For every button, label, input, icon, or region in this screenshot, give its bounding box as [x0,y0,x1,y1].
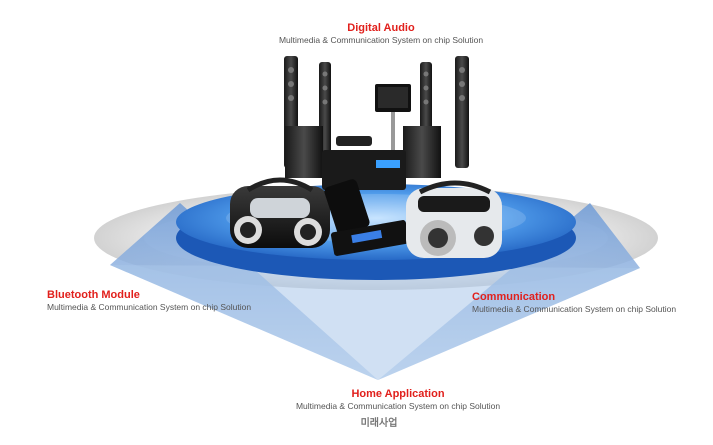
digital-audio-label: Digital Audio Multimedia & Communication… [236,22,526,46]
home-application-title: Home Application [351,388,445,400]
communication-label: Communication Multimedia & Communication… [472,291,676,315]
boombox-left [230,177,330,248]
car-stereo [330,220,410,256]
bluetooth-module-subtitle: Multimedia & Communication System on chi… [47,302,252,312]
bluetooth-module-title: Bluetooth Module [47,289,140,301]
communication-subtitle: Multimedia & Communication System on chi… [472,304,677,314]
home-application-label: Home Application Multimedia & Communicat… [253,388,543,412]
boombox-right [406,180,502,258]
digital-audio-subtitle: Multimedia & Communication System on chi… [278,35,484,45]
phone-device [324,179,370,235]
future-business-caption: 미래사업 [360,418,398,429]
communication-title: Communication [472,291,556,303]
home-application-subtitle: Multimedia & Communication System on chi… [295,401,501,411]
digital-audio-title: Digital Audio [347,22,415,34]
bluetooth-module-label: Bluetooth Module Multimedia & Communicat… [47,289,251,313]
